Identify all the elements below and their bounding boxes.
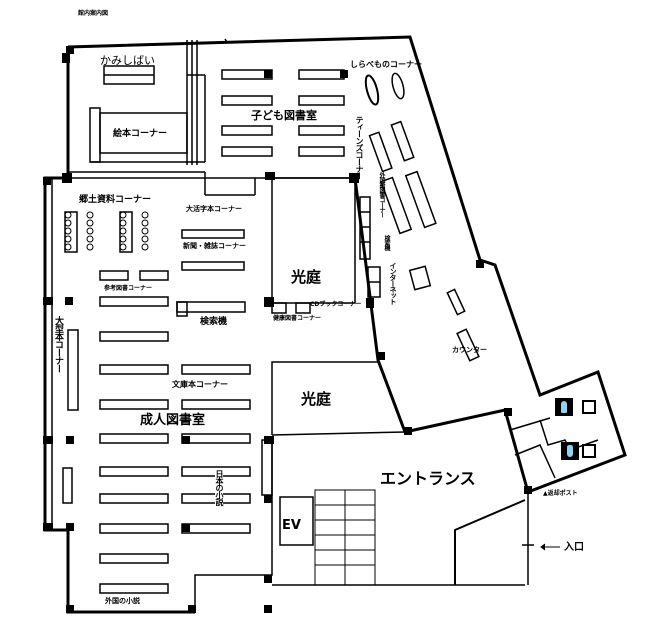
label-bunko: 文庫本コーナー [172, 380, 228, 389]
chairs [64, 211, 149, 251]
label-kotei-1: 光庭 [291, 268, 322, 286]
restroom-female-icon [561, 442, 579, 460]
label-ev: EV [282, 518, 301, 533]
label-kyodo: 郷土資料コーナー [79, 195, 152, 205]
restroom-square-icon [582, 444, 596, 458]
restroom-square-icon [582, 400, 596, 414]
label-teens: ティーンズコーナー [355, 116, 364, 179]
label-henkyaku-post: ▲返却ポスト [543, 490, 578, 497]
label-kamishibai: かみしばい [100, 54, 155, 67]
label-shinbun: 新聞・雑誌コーナー [183, 242, 246, 250]
outer-walls [43, 35, 627, 614]
label-kenko: 健康図書コーナー [273, 315, 322, 322]
label-iriguchi: 入口 [564, 542, 584, 553]
label-kodomo: 子ども図書室 [251, 109, 317, 122]
label-daikatsuji: 大活字本コーナー [186, 205, 242, 213]
label-gaikokugo: 外国語図書コーナー [378, 172, 385, 217]
map-title: 館内案内図 [78, 10, 109, 17]
label-kensaku-ki: 検索機 [200, 317, 228, 327]
label-sanko: 参考図書コーナー [104, 285, 153, 292]
label-gaikoku: 外国の小説 [105, 597, 140, 605]
label-kensaku-ki-right: 検索機 [383, 235, 390, 250]
label-kotei-2: 光庭 [301, 390, 332, 408]
label-entrance: エントランス [380, 469, 476, 488]
label-seijin: 成人図書室 [140, 413, 206, 428]
label-counter: カウンター [452, 346, 487, 354]
arrow-left-icon [540, 543, 560, 551]
label-cd: CDブックコーナー [310, 301, 362, 308]
label-ehon: 絵本コーナー [113, 129, 168, 139]
label-ogata: 大型本コーナー [53, 316, 63, 372]
pillars [43, 46, 532, 613]
label-internet: インターネット [389, 262, 397, 304]
label-nihon: 日本の小説 [215, 470, 224, 505]
label-shirabemono: しらべものコーナー [350, 60, 422, 69]
restroom-male-icon [555, 398, 573, 416]
